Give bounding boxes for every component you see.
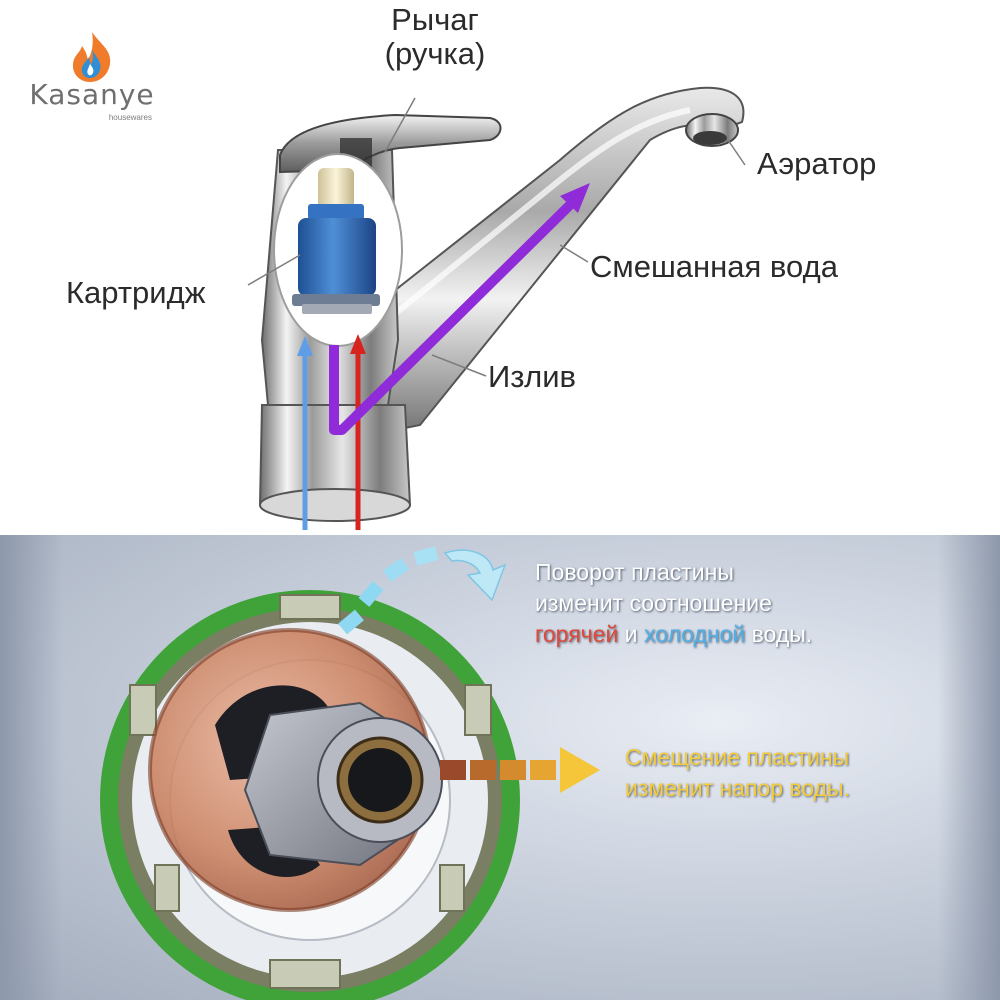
shift-note-line2: изменит напор воды. — [625, 775, 850, 801]
shift-note-line1: Смещение пластины — [625, 744, 850, 770]
rotation-note-line3: горячей и холодной воды. — [535, 619, 812, 650]
cartridge-label: Картридж — [66, 275, 206, 310]
brand-logo: Kasanye housewares — [22, 28, 162, 123]
spout — [343, 86, 745, 442]
cold-word: холодной — [643, 621, 746, 647]
lever-label-line2: (ручка) — [384, 36, 486, 72]
cartridge-section-panel: Поворот пластины изменит соотношение гор… — [0, 535, 1000, 1000]
cartridge-stem — [243, 701, 443, 867]
cartridge-section-drawing — [100, 546, 600, 1000]
brand-tagline: housewares — [108, 113, 152, 122]
rotation-note-line1: Поворот пластины — [535, 559, 734, 585]
lever-label-line1: Рычаг — [391, 2, 479, 37]
cartridge — [273, 153, 403, 347]
mixed-water-arrow — [329, 196, 579, 435]
spout-label: Излив — [488, 359, 577, 394]
faucet-drawing — [247, 86, 746, 530]
shift-arrow — [440, 747, 600, 793]
water-word: воды. — [745, 621, 813, 647]
shift-note: Смещение пластины изменит напор воды. — [625, 742, 850, 804]
mixed-water-label: Смешанная вода — [590, 249, 838, 284]
rotation-note: Поворот пластины изменит соотношение гор… — [535, 557, 812, 650]
faucet-panel: Рычаг (ручка) Аэратор Картридж Смешанная… — [22, 2, 877, 530]
aerator — [685, 113, 739, 147]
hot-word: горячей — [535, 621, 619, 647]
aerator-label: Аэратор — [757, 146, 877, 181]
rotation-arrow — [338, 546, 507, 635]
rotation-note-line2: изменит соотношение — [535, 590, 772, 616]
flame-icon — [72, 32, 111, 82]
brand-name: Kasanye — [29, 78, 155, 111]
and-word: и — [618, 621, 644, 647]
lever-label: Рычаг (ручка) — [355, 2, 515, 72]
flow-arrows — [297, 183, 590, 530]
leader-lines — [247, 97, 746, 377]
